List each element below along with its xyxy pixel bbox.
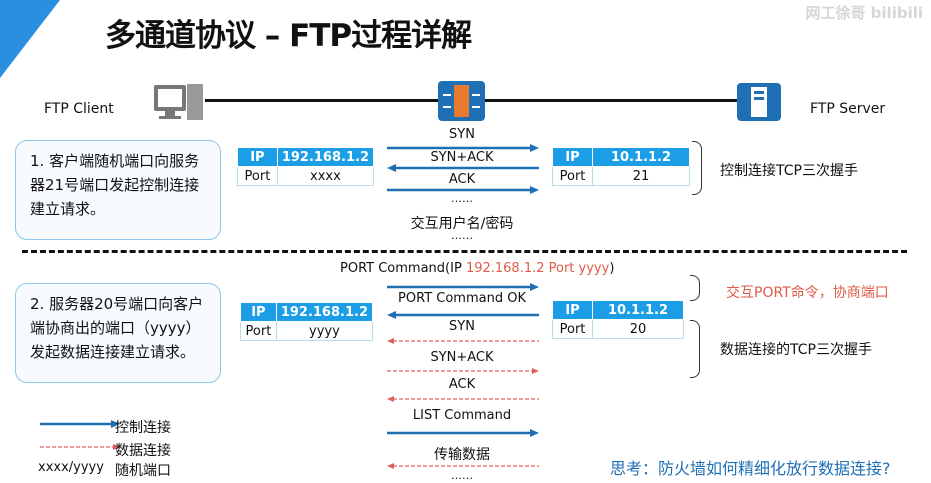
port-command-label: PORT Command(IP 192.168.1.2 Port yyyy) [340,261,614,276]
control-arrow-right [387,283,539,291]
ip-header: IP [552,300,593,320]
syn-label: SYN [449,319,475,334]
legend-data-line [40,444,120,450]
data-arrow-right [387,368,539,374]
port-label: Port [237,166,278,186]
ack-label: ACK [448,377,476,392]
list-command-label: LIST Command [412,408,512,423]
legend-data-label: 数据连接 [115,443,171,459]
port-negotiation-note: 交互PORT命令，协商端口 [726,285,889,301]
brace [690,320,700,378]
port-command-params: 192.168.1.2 Port yyyy [465,261,610,276]
synack-label: SYN+ACK [430,150,494,165]
section-divider [22,250,907,253]
ip-header: IP [240,302,277,322]
client-label: FTP Client [44,101,114,117]
port-ok-label: PORT Command OK [398,291,526,306]
auth-label: 交互用户名/密码 [410,216,514,232]
ellipsis: …… [451,229,473,242]
data-handshake-note: 数据连接的TCP三次握手 [720,342,872,358]
client-ip: 192.168.1.2 [275,302,374,322]
step1-description: 1. 客户端随机端口向服务器21号端口发起控制连接建立请求。 [15,140,221,240]
port-command-close: ) [609,261,615,276]
data-arrow-left [387,338,539,344]
server-icon [737,83,781,121]
transfer-label: 传输数据 [434,447,490,463]
client-port: yyyy [275,321,374,341]
control-arrow-right [387,186,539,194]
syn-label: SYN [449,127,475,142]
legend-random-label: 随机端口 [115,463,171,479]
question-text: 思考：防火墙如何精细化放行数据连接? [610,459,891,478]
legend-control-label: 控制连接 [115,420,171,436]
control-arrow-right [387,144,539,152]
server-ip: 10.1.1.2 [592,300,684,320]
firewall-icon [438,81,485,121]
control-arrow-left [387,164,539,172]
control-arrow-right [387,429,539,437]
brace [690,275,700,301]
client-port: xxxx [276,166,375,186]
synack-label: SYN+ACK [430,350,494,365]
legend-random-key: xxxx/yyyy [38,460,104,475]
data-arrow-left [387,396,539,402]
ellipsis: …… [451,469,473,482]
port-label: Port [240,321,277,341]
ip-header: IP [237,147,278,167]
server-label: FTP Server [810,101,886,117]
port-command-text: PORT Command(IP [340,261,466,276]
pc-icon [154,84,203,120]
watermark: 网工徐哥 bilibili [805,4,923,22]
port-label: Port [552,319,593,339]
control-arrow-left [387,311,539,319]
legend-control-line [40,420,120,428]
server-port: 21 [592,166,690,186]
control-handshake-note: 控制连接TCP三次握手 [720,163,858,179]
brace [692,141,702,195]
corner-decoration [0,0,60,78]
ack-label: ACK [448,172,476,187]
server-ip: 10.1.1.2 [592,147,690,167]
ip-header: IP [552,147,593,167]
ellipsis: …… [451,192,473,205]
page-title: 多通道协议 – FTP过程详解 [105,18,472,54]
client-ip: 192.168.1.2 [276,147,375,167]
server-port: 20 [592,319,684,339]
data-arrow-left [387,463,539,469]
step2-description: 2. 服务器20号端口向客户端协商出的端口（yyyy）发起数据连接建立请求。 [15,283,221,383]
